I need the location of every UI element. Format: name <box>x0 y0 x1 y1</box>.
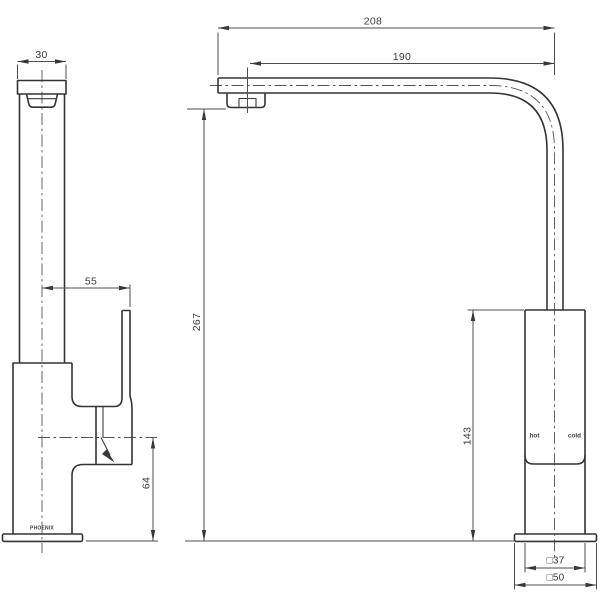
arrow-right-icon <box>55 59 66 64</box>
arrow-right-icon <box>543 61 555 66</box>
side-view: PHOENIX <box>1 70 157 553</box>
riser-column-outline <box>18 94 66 363</box>
arrow-left-icon <box>218 25 229 31</box>
extension-lines <box>217 32 555 75</box>
extension-lines <box>17 64 67 79</box>
dim-label-tip-width: 30 <box>35 49 47 61</box>
handle-motion-line <box>100 437 111 456</box>
body-lower-flare-outline <box>71 463 132 534</box>
arrow-down-icon <box>470 530 476 541</box>
dim-label-overall-reach: 208 <box>364 16 382 28</box>
dim-label-outlet-reach: 190 <box>393 51 411 63</box>
cold-label: cold <box>568 433 581 440</box>
arrow-right-icon <box>543 25 555 31</box>
dim-label-outlet-height: 267 <box>191 313 203 331</box>
dim-label-pivot-height: 64 <box>141 477 153 489</box>
dimension-body-width: □37 <box>524 543 586 573</box>
spout-tip-outline <box>16 79 67 95</box>
arrow-left-icon <box>525 565 536 571</box>
dim-label-handle-offset: 55 <box>85 276 97 288</box>
spout-centerline <box>210 85 555 557</box>
arrow-right-icon <box>119 285 130 291</box>
dimension-handle-offset: 55 <box>42 276 131 307</box>
dimension-overall-reach: 208 <box>217 16 555 75</box>
arrow-right-icon <box>585 582 597 588</box>
arrow-down-icon <box>201 530 207 541</box>
aerator-housing-outline <box>226 93 266 109</box>
dim-label-base-width: □50 <box>547 573 565 584</box>
dim-label-body-width: □37 <box>547 556 565 567</box>
hot-label: hot <box>530 433 541 440</box>
brand-label: PHOENIX <box>30 526 54 532</box>
arrow-left-icon <box>514 582 526 588</box>
spout-outer-outline <box>218 77 564 310</box>
arrow-right-icon <box>574 565 585 571</box>
dimension-outlet-reach: 190 <box>247 51 555 113</box>
dimension-base-width: □50 <box>514 543 597 590</box>
spout-inner-outline <box>218 92 548 310</box>
dimension-tip-width: 30 <box>17 49 67 79</box>
dimension-body-height: 143 <box>185 309 524 542</box>
arrow-up-icon <box>201 109 207 120</box>
arrow-down-icon <box>150 530 156 541</box>
body-column-outline <box>524 309 586 534</box>
arrow-up-icon <box>150 437 156 449</box>
side-base-plate <box>1 533 84 543</box>
dimension-outlet-height: 267 <box>187 108 226 541</box>
arrow-left-icon <box>250 61 261 66</box>
front-base-plate <box>513 533 598 543</box>
dimension-pivot-height: 64 <box>86 437 158 542</box>
body-sleeve-bottom-line <box>524 455 586 465</box>
body-top-left-outline <box>12 362 72 534</box>
body-right-step-outline <box>71 363 96 408</box>
arrow-left-icon <box>17 59 29 64</box>
aerator-outline <box>25 93 59 108</box>
extension-lines <box>514 543 597 590</box>
handle-outer-edge <box>122 309 133 465</box>
arrow-left-icon <box>42 285 53 291</box>
handle-motion-wedge <box>102 449 115 463</box>
arrow-up-icon <box>470 310 476 321</box>
handle-inner-edge <box>96 310 123 408</box>
profile-view: hot cold <box>210 77 598 557</box>
dim-label-body-height: 143 <box>462 427 474 445</box>
